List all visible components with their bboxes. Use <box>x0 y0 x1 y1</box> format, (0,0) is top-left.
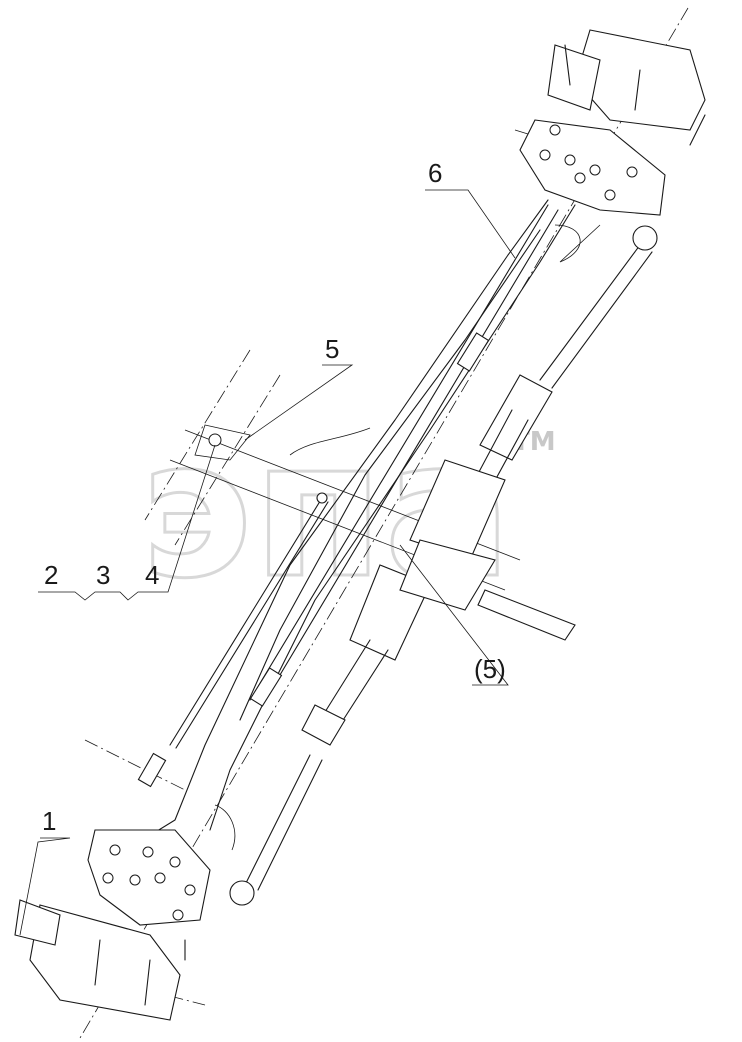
callout-5: 5 <box>325 334 339 364</box>
upper-knuckle-eye <box>632 225 658 251</box>
lower-bolt-7 <box>172 909 184 921</box>
cable-fitting <box>137 752 167 788</box>
callout-1: 1 <box>42 806 56 836</box>
tie-rod-left-b <box>261 209 559 706</box>
callout-3: 3 <box>96 560 110 590</box>
bracket-upper <box>194 424 251 461</box>
axle-beam <box>109 199 601 861</box>
upper-bolt-6 <box>626 166 638 178</box>
upper-bolt-2 <box>539 149 551 161</box>
callout-4: 4 <box>145 560 159 590</box>
leader-lines <box>19 189 516 936</box>
lower-stud-1 <box>94 939 101 986</box>
cylinder-barrel-b <box>337 649 389 729</box>
upper-hub-flange <box>547 44 601 111</box>
upper-knuckle <box>519 29 706 251</box>
upper-pin <box>574 172 586 184</box>
lower-knuckle-eye <box>229 880 255 906</box>
drag-link-upper-a <box>539 244 641 381</box>
rod-clamp-lower <box>249 667 283 707</box>
leader-5 <box>244 364 354 441</box>
tie-rod-left-a <box>249 204 549 701</box>
upper-bolt-5 <box>604 189 616 201</box>
beam-web-mid <box>289 427 371 456</box>
upper-bolt-4 <box>589 164 601 176</box>
cable-line-a <box>169 497 323 746</box>
cylinder-end-upper <box>479 374 553 461</box>
drag-link-lower-b <box>257 759 323 891</box>
cylinder-housing <box>399 539 496 611</box>
tie-rods <box>244 204 653 891</box>
lower-knuckle <box>14 829 255 1021</box>
drag-link-upper-b <box>551 251 653 389</box>
leader-6 <box>425 189 516 259</box>
leader-2-3-4 <box>38 444 216 601</box>
upper-stud-3 <box>689 114 706 146</box>
cylinder-end-lower <box>301 704 346 746</box>
bracket-bolt <box>208 433 222 447</box>
lower-bolt-6 <box>184 884 196 896</box>
lower-bolt-3 <box>169 856 181 868</box>
brake-cable <box>137 424 329 788</box>
lower-pin <box>154 872 166 884</box>
lower-hub-housing <box>29 904 181 1021</box>
beam-web-top <box>554 224 601 263</box>
lower-left-axis <box>84 739 186 791</box>
lower-hub-flange <box>14 899 61 946</box>
lower-bolt-1 <box>109 844 121 856</box>
output-shaft <box>477 589 576 641</box>
cable-line-b <box>175 501 329 749</box>
beam-outline-left <box>109 199 549 861</box>
upper-bolt-3 <box>564 154 576 166</box>
beam-web-bottom <box>214 804 236 851</box>
lower-bolt-2 <box>142 846 154 858</box>
callouts: 1 2 3 4 5 (5) 6 <box>42 158 506 836</box>
cable-eye <box>316 492 328 504</box>
upper-stud-2 <box>634 69 641 111</box>
steering-cylinder <box>301 374 576 746</box>
cylinder-barrel-a <box>319 639 371 721</box>
leader-5b <box>399 544 509 686</box>
callout-2: 2 <box>44 560 58 590</box>
upper-bolt-1 <box>549 124 561 136</box>
upper-stud-1 <box>564 44 571 86</box>
lower-bolt-5 <box>129 874 141 886</box>
callout-6: 6 <box>428 158 442 188</box>
lower-stud-2 <box>144 959 151 1006</box>
leader-1 <box>19 837 71 936</box>
lower-bolt-4 <box>102 872 114 884</box>
beam-inner-line <box>239 229 541 721</box>
beam-outline-right <box>209 204 576 831</box>
callout-5b: (5) <box>474 654 506 684</box>
drag-link-lower-a <box>244 754 311 886</box>
rod-clamp-upper <box>456 332 490 372</box>
